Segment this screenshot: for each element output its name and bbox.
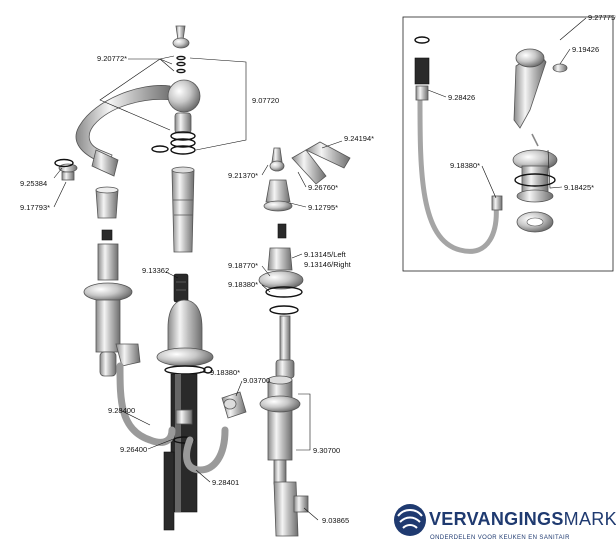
part-label: 9.19426 (572, 45, 599, 54)
part-label: 9.24194* (344, 134, 374, 143)
part-label: 9.13145/Left (304, 250, 347, 259)
side-spray-assembly (402, 16, 614, 272)
part-label: 9.20772* (97, 54, 127, 63)
part-label: 9.27775* (588, 13, 616, 22)
part-label: 9.03700 (243, 376, 270, 385)
svg-text:VERVANGINGSMARKT: VERVANGINGSMARKT (429, 509, 616, 529)
part-label: 9.26400 (120, 445, 147, 454)
part-label: 9.28400 (108, 406, 135, 415)
logo-mark-icon (394, 504, 426, 536)
right-valve-assembly (258, 141, 351, 537)
part-label: 9.07720 (252, 96, 279, 105)
brand-logo: VERVANGINGSMARKT ONDERDELEN VOOR KEUKEN … (394, 504, 616, 541)
part-label: 9.25384 (20, 179, 47, 188)
part-label: 9.30700 (313, 446, 340, 455)
part-label: 9.28401 (212, 478, 239, 487)
faucet-assembly (54, 25, 247, 531)
part-label: 9.18380* (450, 161, 480, 170)
part-label: 9.18770* (228, 261, 258, 270)
brand-name-light: MARKT (564, 509, 616, 529)
part-label: 9.03865 (322, 516, 349, 525)
part-label: 9.18380* (210, 368, 240, 377)
part-label: 9.18380* (228, 280, 258, 289)
brand-name-bold: VERVANGINGS (429, 509, 564, 529)
part-label: 9.13146/Right (304, 260, 352, 269)
leader-lines (53, 17, 587, 521)
part-label: 9.12795* (308, 203, 338, 212)
part-labels: 9.20772* 9.07720 9.25384 9.17793* 9.2419… (20, 13, 616, 525)
part-label: 9.26760* (308, 183, 338, 192)
part-label: 9.28426 (448, 93, 475, 102)
part-label: 9.18425* (564, 183, 594, 192)
brand-tagline: ONDERDELEN VOOR KEUKEN EN SANITAIR (430, 535, 570, 541)
part-label: 9.13362 (142, 266, 169, 275)
part-label: 9.17793* (20, 203, 50, 212)
part-label: 9.21370* (228, 171, 258, 180)
